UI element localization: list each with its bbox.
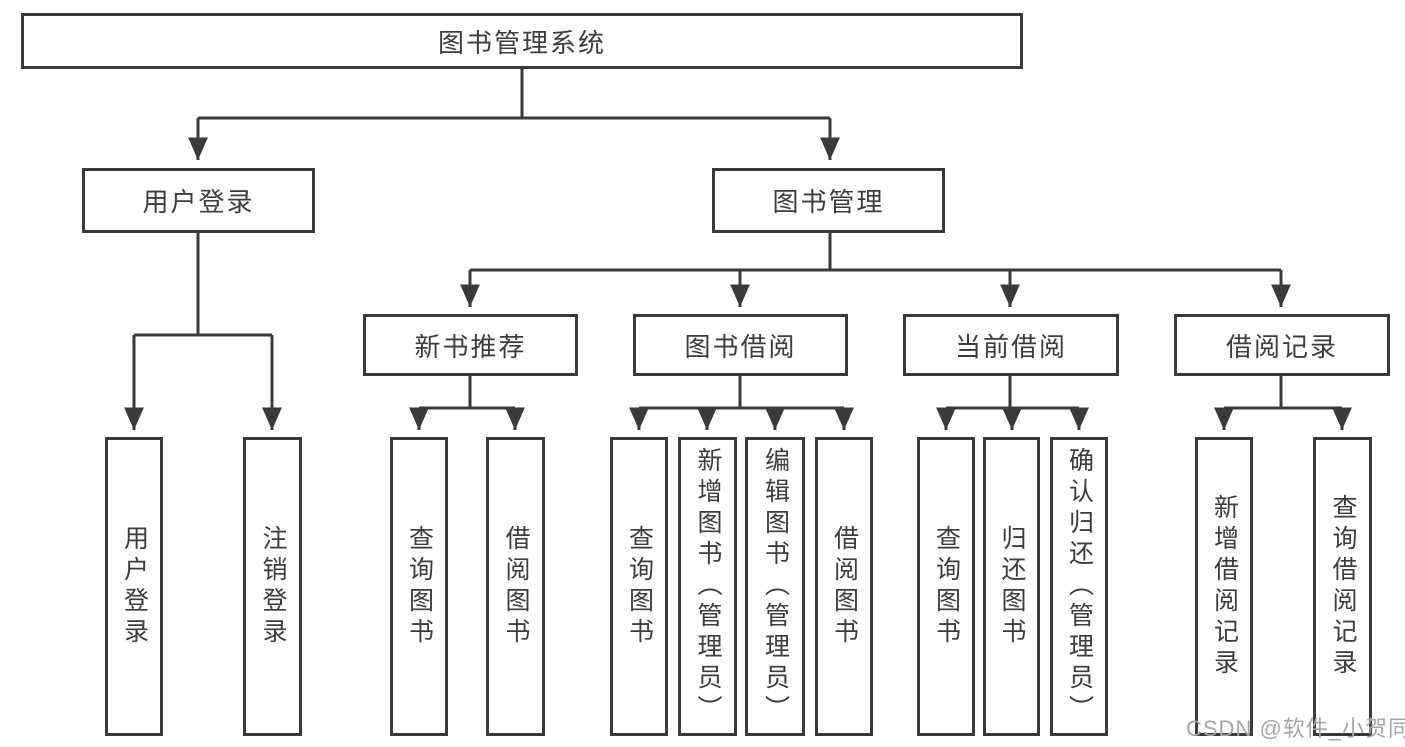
node-current-borrowing: 当前借阅: [903, 314, 1119, 376]
leaf-label: 新增图书（管理员）: [694, 447, 722, 726]
leaf-return-books: 归还图书: [983, 437, 1040, 736]
leaf-label: 借阅图书: [830, 524, 859, 649]
leaf-query-borrow-record: 查询借阅记录: [1313, 437, 1372, 736]
leaf-label: 新增借阅记录: [1210, 493, 1239, 680]
leaf-borrow-books-borrowing: 借阅图书: [815, 437, 873, 736]
leaf-label: 归还图书: [998, 524, 1026, 649]
leaf-add-books-admin: 新增图书（管理员）: [678, 437, 737, 736]
leaf-add-borrow-record: 新增借阅记录: [1195, 437, 1253, 736]
node-library-management-system: 图书管理系统: [21, 13, 1023, 69]
leaf-query-books-borrowing: 查询图书: [610, 437, 668, 736]
leaf-label: 注销登录: [259, 524, 287, 649]
node-label: 当前借阅: [954, 331, 1067, 362]
leaf-query-books-current: 查询图书: [917, 437, 975, 736]
node-label: 新书推荐: [414, 331, 527, 362]
node-label: 图书管理: [772, 187, 885, 217]
leaf-label: 借阅图书: [502, 524, 530, 649]
node-label: 图书借阅: [684, 331, 797, 362]
leaf-logout-login: 注销登录: [243, 437, 302, 736]
node-book-management: 图书管理: [712, 168, 945, 233]
leaf-user-login: 用户登录: [105, 437, 163, 736]
node-new-book-recommendation: 新书推荐: [363, 314, 578, 376]
leaf-query-books-recommend: 查询图书: [390, 437, 448, 736]
leaf-label: 查询图书: [405, 524, 434, 649]
leaf-label: 用户登录: [120, 524, 149, 649]
leaf-label: 编辑图书（管理员）: [761, 447, 790, 726]
node-label: 图书管理系统: [437, 27, 606, 58]
leaf-label: 查询图书: [625, 524, 654, 649]
leaf-label: 查询图书: [932, 524, 961, 649]
node-label: 用户登录: [142, 187, 255, 217]
leaf-label: 确认归还（管理员）: [1065, 447, 1094, 726]
node-book-borrowing: 图书借阅: [633, 314, 848, 376]
node-borrowing-records: 借阅记录: [1174, 314, 1390, 376]
csdn-watermark: CSDN @软件_小贺同学: [1186, 716, 1405, 741]
leaf-edit-books-admin: 编辑图书（管理员）: [745, 437, 805, 736]
node-user-login: 用户登录: [82, 168, 315, 233]
leaf-borrow-books-recommend: 借阅图书: [486, 437, 545, 736]
leaf-label: 查询借阅记录: [1329, 493, 1357, 680]
node-label: 借阅记录: [1225, 331, 1338, 362]
leaf-confirm-return-admin: 确认归还（管理员）: [1050, 437, 1108, 736]
